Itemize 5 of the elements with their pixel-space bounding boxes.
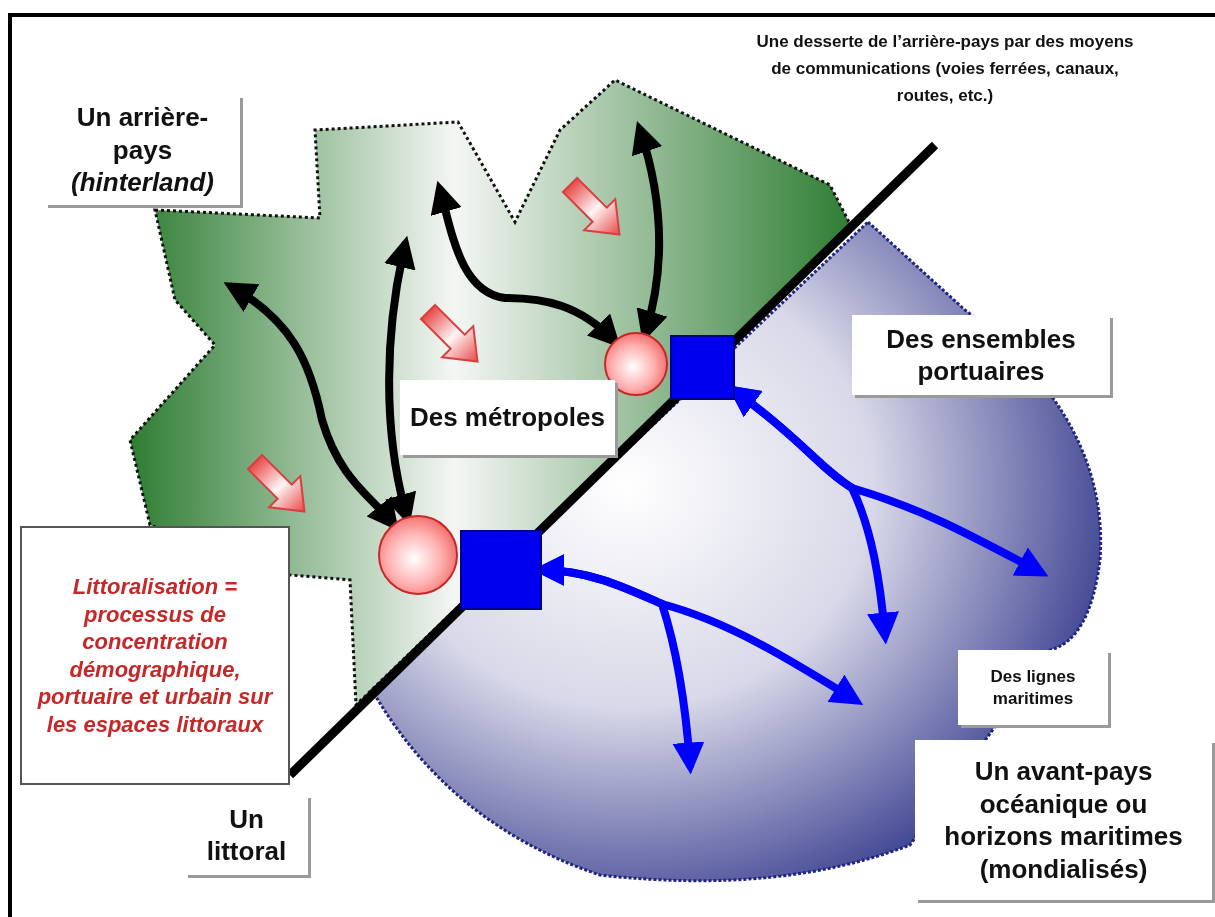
- label-box: Des métropoles: [400, 380, 615, 455]
- port-square: [460, 530, 542, 610]
- note-text: Une desserte de l’arrière-pays par des moyens de communications (voies ferrées, canaux, routes, etc.): [755, 31, 1135, 108]
- port-square: [670, 335, 735, 400]
- note-box: Littoralisation = processus de concentration démographique, portuaire et urbain sur les espaces littoraux: [20, 526, 290, 785]
